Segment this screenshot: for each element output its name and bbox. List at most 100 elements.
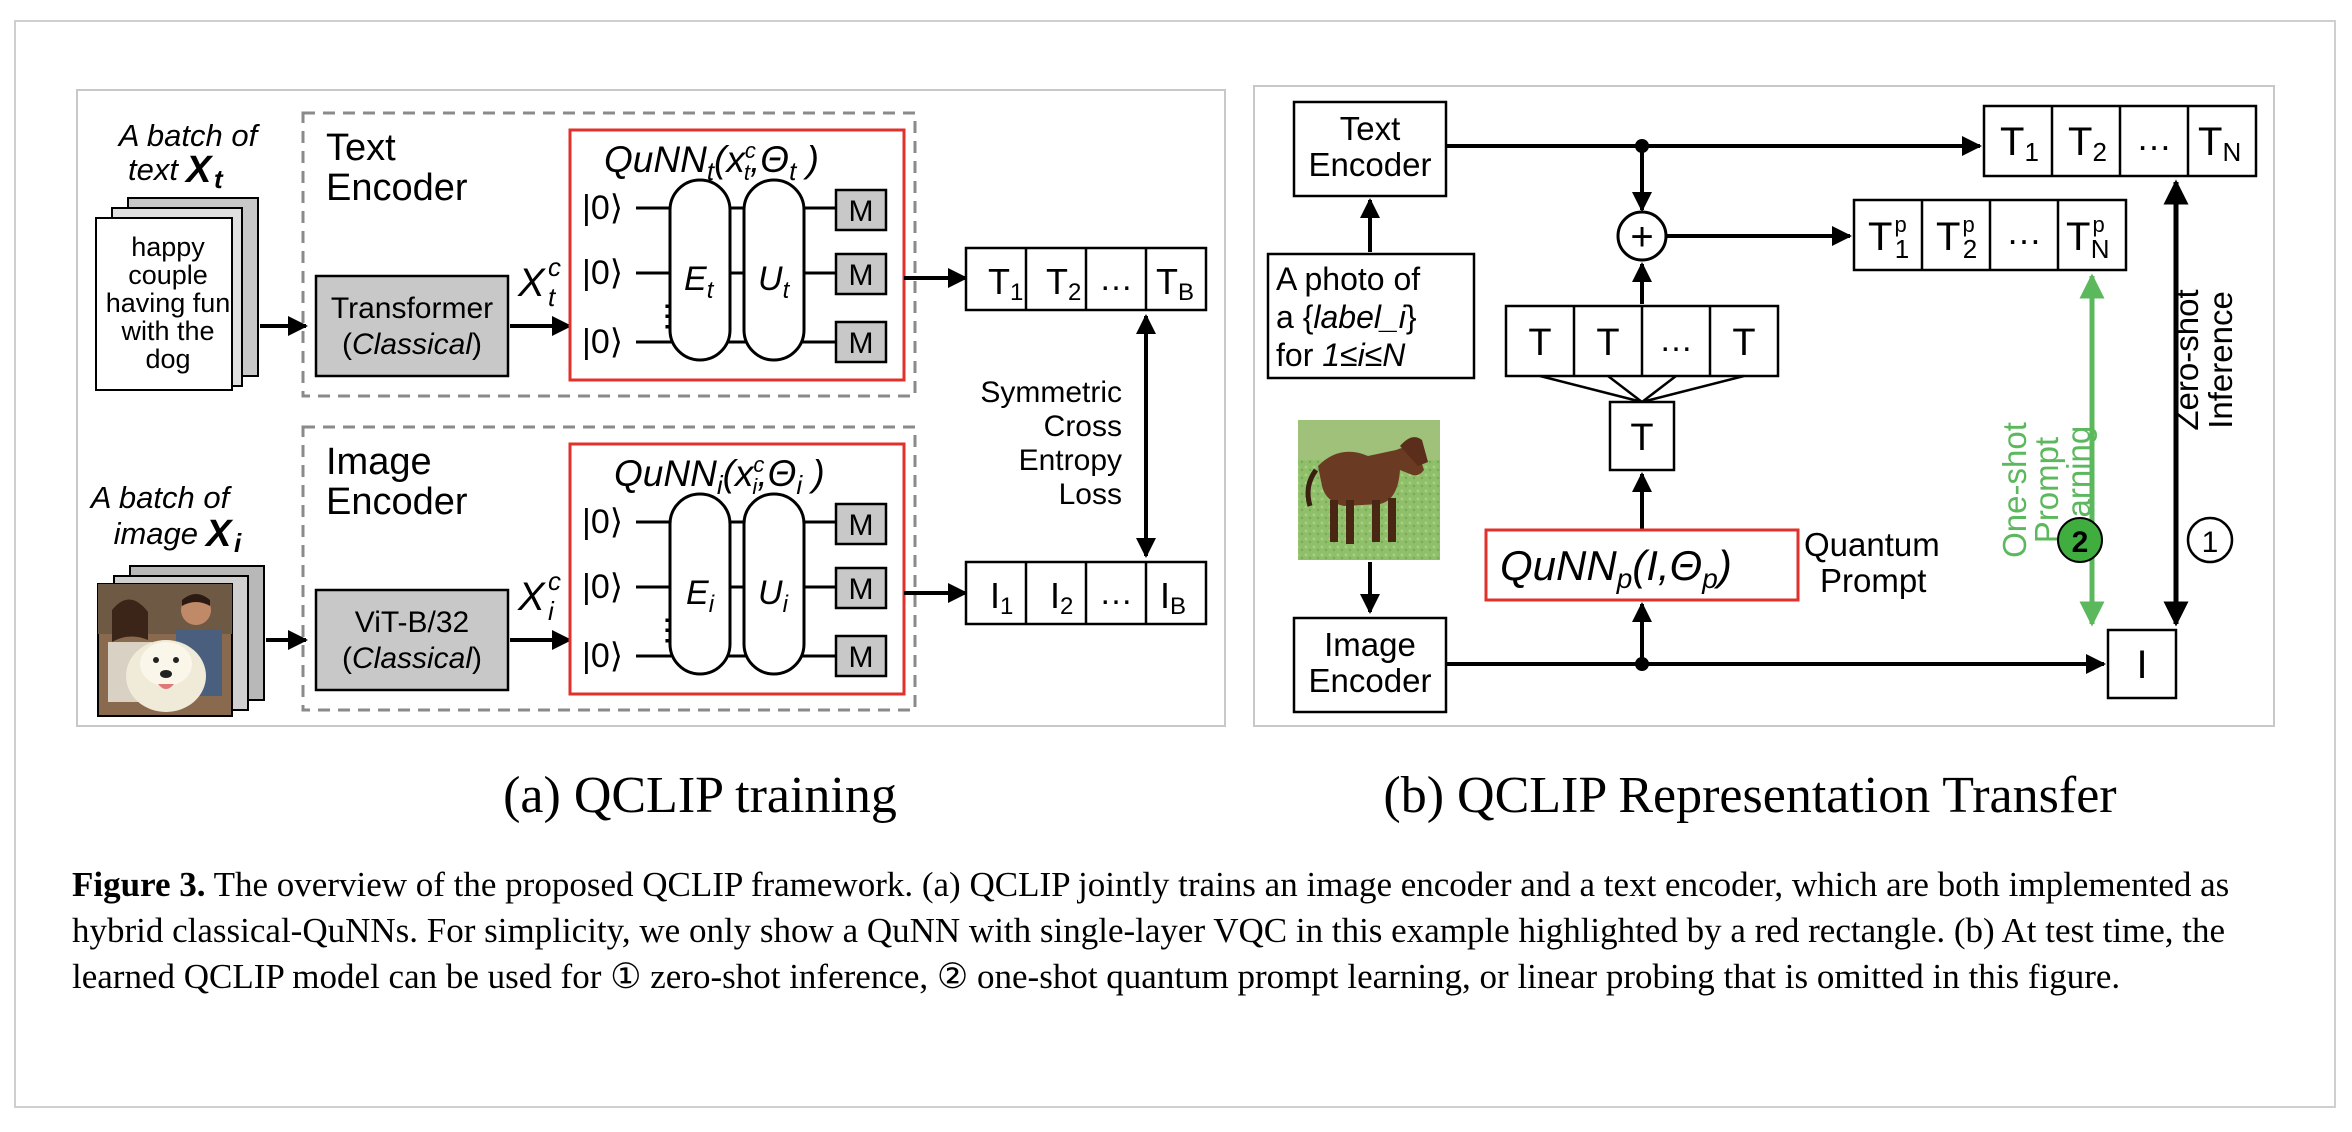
svg-text:T1: T1 <box>2000 120 2039 167</box>
measure-box <box>834 502 888 546</box>
qunn-p-red-box <box>1484 528 1800 602</box>
svg-text:…: … <box>1099 574 1133 612</box>
ket-zero: |0⟩ <box>582 323 623 361</box>
svg-text:M: M <box>849 641 874 674</box>
badge-one <box>2186 516 2234 564</box>
text-card-line: with the <box>120 316 214 346</box>
xic-sup: c <box>548 566 561 596</box>
text-batch-var-sub: t <box>214 164 224 194</box>
text-batch-label-2: text <box>128 152 179 187</box>
svg-text:M: M <box>849 509 874 542</box>
xtc-sub: t <box>548 282 557 312</box>
loss-label: Cross <box>1044 410 1122 443</box>
svg-text:Ei: Ei <box>686 574 715 618</box>
loss-label: Loss <box>1059 478 1122 511</box>
svg-text:Et: Et <box>684 260 715 304</box>
one-shot-label: Prompt <box>2028 437 2065 543</box>
transformer-box <box>314 274 510 378</box>
svg-text:for 1≤i≤N: for 1≤i≤N <box>1276 337 1406 373</box>
svg-text:M: M <box>849 573 874 606</box>
measure-box <box>834 634 888 678</box>
text-encoder-title: Text <box>326 127 396 169</box>
text-encoder-title: Encoder <box>326 167 468 209</box>
quantum-prompt-label: Quantum <box>1804 526 1940 563</box>
svg-text:Ut: Ut <box>758 260 791 304</box>
svg-text:T: T <box>1596 322 1619 364</box>
svg-text:TpN: TpN <box>2066 212 2109 264</box>
subcaption-a: (a) QCLIP training <box>503 767 897 824</box>
svg-text:QuNNp(I,Θp): QuNNp(I,Θp) <box>1500 542 1732 594</box>
text-card-line: having fun <box>106 288 231 318</box>
ket-zero: |0⟩ <box>582 189 623 227</box>
measure-box <box>834 188 888 232</box>
zero-shot-label: Zero-shot <box>2168 289 2205 430</box>
zero-shot-label: Inference <box>2202 291 2239 429</box>
svg-text:Encoder: Encoder <box>1309 146 1432 183</box>
transformer-sub: Classical <box>352 328 473 361</box>
svg-text:(Classical): (Classical) <box>342 328 482 361</box>
figure-caption: Figure 3. The overview of the proposed Q… <box>72 862 2282 1000</box>
ket-zero: |0⟩ <box>582 568 623 606</box>
subcaption-b: (b) QCLIP Representation Transfer <box>1383 767 2116 824</box>
svg-text:I: I <box>2136 643 2147 687</box>
text-batch-label-1: A batch of <box>117 118 261 153</box>
text-batch-var: X <box>184 149 214 191</box>
qunn-i-name: QuNN <box>614 453 717 494</box>
svg-text:M: M <box>849 195 874 228</box>
text-card-line: happy <box>131 232 205 262</box>
badge-two <box>2057 517 2103 563</box>
svg-text:Ui: Ui <box>758 574 789 618</box>
svg-text:Tp1: Tp1 <box>1868 212 1909 264</box>
svg-text:…: … <box>1099 260 1133 298</box>
t-embedding-row: T1 T2 … TB <box>964 246 1208 312</box>
svg-text:TN: TN <box>2198 120 2241 167</box>
text-encoder-box <box>1292 100 1448 198</box>
image-card-stack <box>97 565 265 717</box>
qunn-p-name: QuNN <box>1500 542 1617 589</box>
svg-text:M: M <box>849 259 874 292</box>
text-card-line: dog <box>145 344 190 374</box>
ket-zero: |0⟩ <box>582 637 623 675</box>
loss-label: Symmetric <box>980 376 1122 409</box>
loss-label: Entropy <box>1019 444 1122 477</box>
svg-text:…: … <box>2136 117 2172 158</box>
svg-text:T2: T2 <box>2068 120 2107 167</box>
single-token-box <box>1608 400 1676 472</box>
ket-zero: |0⟩ <box>582 254 623 292</box>
image-batch-var-sub: i <box>234 528 242 558</box>
couple-dog-photo <box>97 583 233 717</box>
class-text-embedding-row: T1 T2 … TN <box>1982 104 2258 178</box>
gate-u-i <box>742 492 806 676</box>
image-batch-label-1: A batch of <box>89 480 233 515</box>
gate-u-t <box>742 178 806 362</box>
svg-text:TB: TB <box>1156 261 1194 306</box>
text-card-line: couple <box>128 260 208 290</box>
vit-label: ViT-B/32 <box>355 606 470 639</box>
svg-text:T: T <box>1630 417 1653 459</box>
svg-text:T2: T2 <box>1046 261 1081 306</box>
image-batch-var: X <box>204 513 234 555</box>
svg-text:…: … <box>1659 321 1693 359</box>
svg-text:a {label_i}: a {label_i} <box>1276 299 1417 335</box>
svg-text:I1: I1 <box>990 575 1013 620</box>
svg-text:(Classical): (Classical) <box>342 642 482 675</box>
svg-text:T: T <box>1732 322 1755 364</box>
svg-text:IB: IB <box>1160 575 1186 620</box>
caption-text: The overview of the proposed QCLIP frame… <box>72 865 2230 996</box>
svg-text:QuNNt(xct,Θt ): QuNNt(xct,Θt ) <box>604 138 819 186</box>
svg-text:2: 2 <box>2072 526 2089 559</box>
svg-text:Text: Text <box>1340 110 1401 147</box>
image-encoder-title: Image <box>326 441 432 483</box>
panel-b: Text Encoder A photo of a {label_i} for … <box>1253 85 2275 727</box>
figure-frame <box>14 20 2336 1108</box>
one-shot-label: One-shot <box>1996 422 2033 558</box>
xic-sub: i <box>548 596 555 626</box>
transformer-label: Transformer <box>331 292 493 325</box>
svg-text:1: 1 <box>2202 526 2219 559</box>
panel-a: A batch of text X t happy couple having … <box>76 89 1226 727</box>
xtc-sup: c <box>548 252 561 282</box>
xic-var: X <box>517 575 546 619</box>
